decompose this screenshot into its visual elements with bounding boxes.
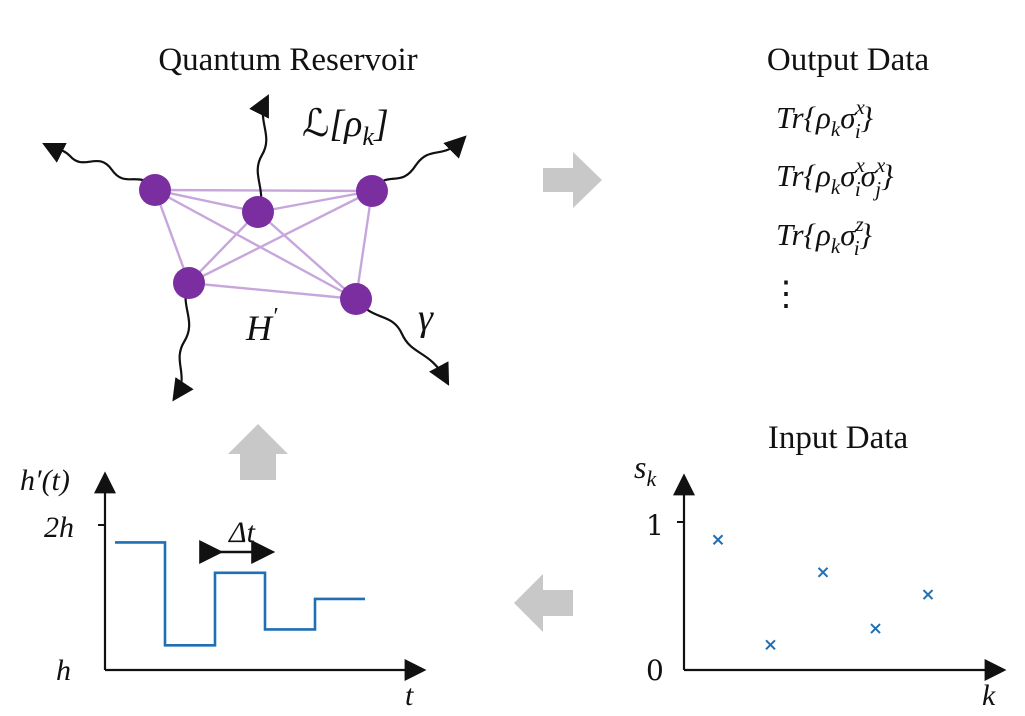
- coupling-edge: [257, 189, 373, 214]
- coupling-edge: [154, 188, 373, 193]
- input-title: Input Data: [768, 420, 909, 456]
- reservoir-edges: [153, 188, 374, 301]
- qubit-node: [139, 174, 171, 206]
- coupling-edge: [153, 189, 191, 284]
- scatter-points: [712, 534, 934, 651]
- output-ellipsis: ⋮: [769, 274, 803, 314]
- x-axis-label: t: [405, 679, 414, 712]
- reservoir-title: Quantum Reservoir: [158, 42, 417, 78]
- coupling-edge: [188, 189, 373, 285]
- dissipation-arrow: [249, 94, 269, 213]
- dissipation-channels: [42, 94, 467, 402]
- output-title: Output Data: [767, 42, 930, 78]
- coupling-edge: [154, 188, 259, 214]
- signal-step-line: [115, 541, 365, 647]
- gamma-label: γ: [418, 297, 434, 339]
- data-point: [712, 534, 724, 545]
- data-point: [765, 639, 776, 651]
- flow-arrow-right: [543, 152, 602, 208]
- dissipation-arrow: [371, 135, 467, 192]
- data-point: [870, 623, 881, 634]
- y-axis-label: h′(t): [20, 464, 70, 497]
- dissipation-arrow: [172, 282, 194, 402]
- coupling-edge: [154, 188, 357, 301]
- input-data-chart: sk k 1 0: [634, 449, 1007, 712]
- y-tick-label: 0: [646, 654, 664, 687]
- qubit-node: [356, 175, 388, 207]
- data-point: [922, 589, 934, 600]
- lindblad-label: ℒ[ρk]: [302, 101, 389, 151]
- interval-label: Δt: [228, 516, 256, 549]
- dissipation-arrow: [355, 298, 450, 386]
- coupling-edge: [354, 190, 374, 300]
- qubit-node: [340, 283, 372, 315]
- flow-arrow-up: [228, 424, 288, 480]
- y-axis-label: sk: [634, 449, 657, 491]
- qubit-nodes: [139, 174, 388, 315]
- coupling-edge: [257, 211, 357, 300]
- hamiltonian-label: H′: [245, 304, 278, 348]
- input-signal-chart: h′(t) t 2h h Δt: [20, 464, 427, 712]
- data-point: [817, 567, 829, 578]
- x-axis-label: k: [982, 679, 996, 712]
- qubit-node: [173, 267, 205, 299]
- y-tick-label: 1: [646, 509, 664, 542]
- y-tick-label: 2h: [44, 511, 74, 544]
- qubit-node: [242, 196, 274, 228]
- coupling-edge: [188, 281, 357, 301]
- flow-arrow-left: [514, 574, 573, 632]
- dissipation-arrow: [42, 143, 156, 191]
- y-tick-label: h: [56, 654, 71, 687]
- coupling-edge: [188, 211, 259, 284]
